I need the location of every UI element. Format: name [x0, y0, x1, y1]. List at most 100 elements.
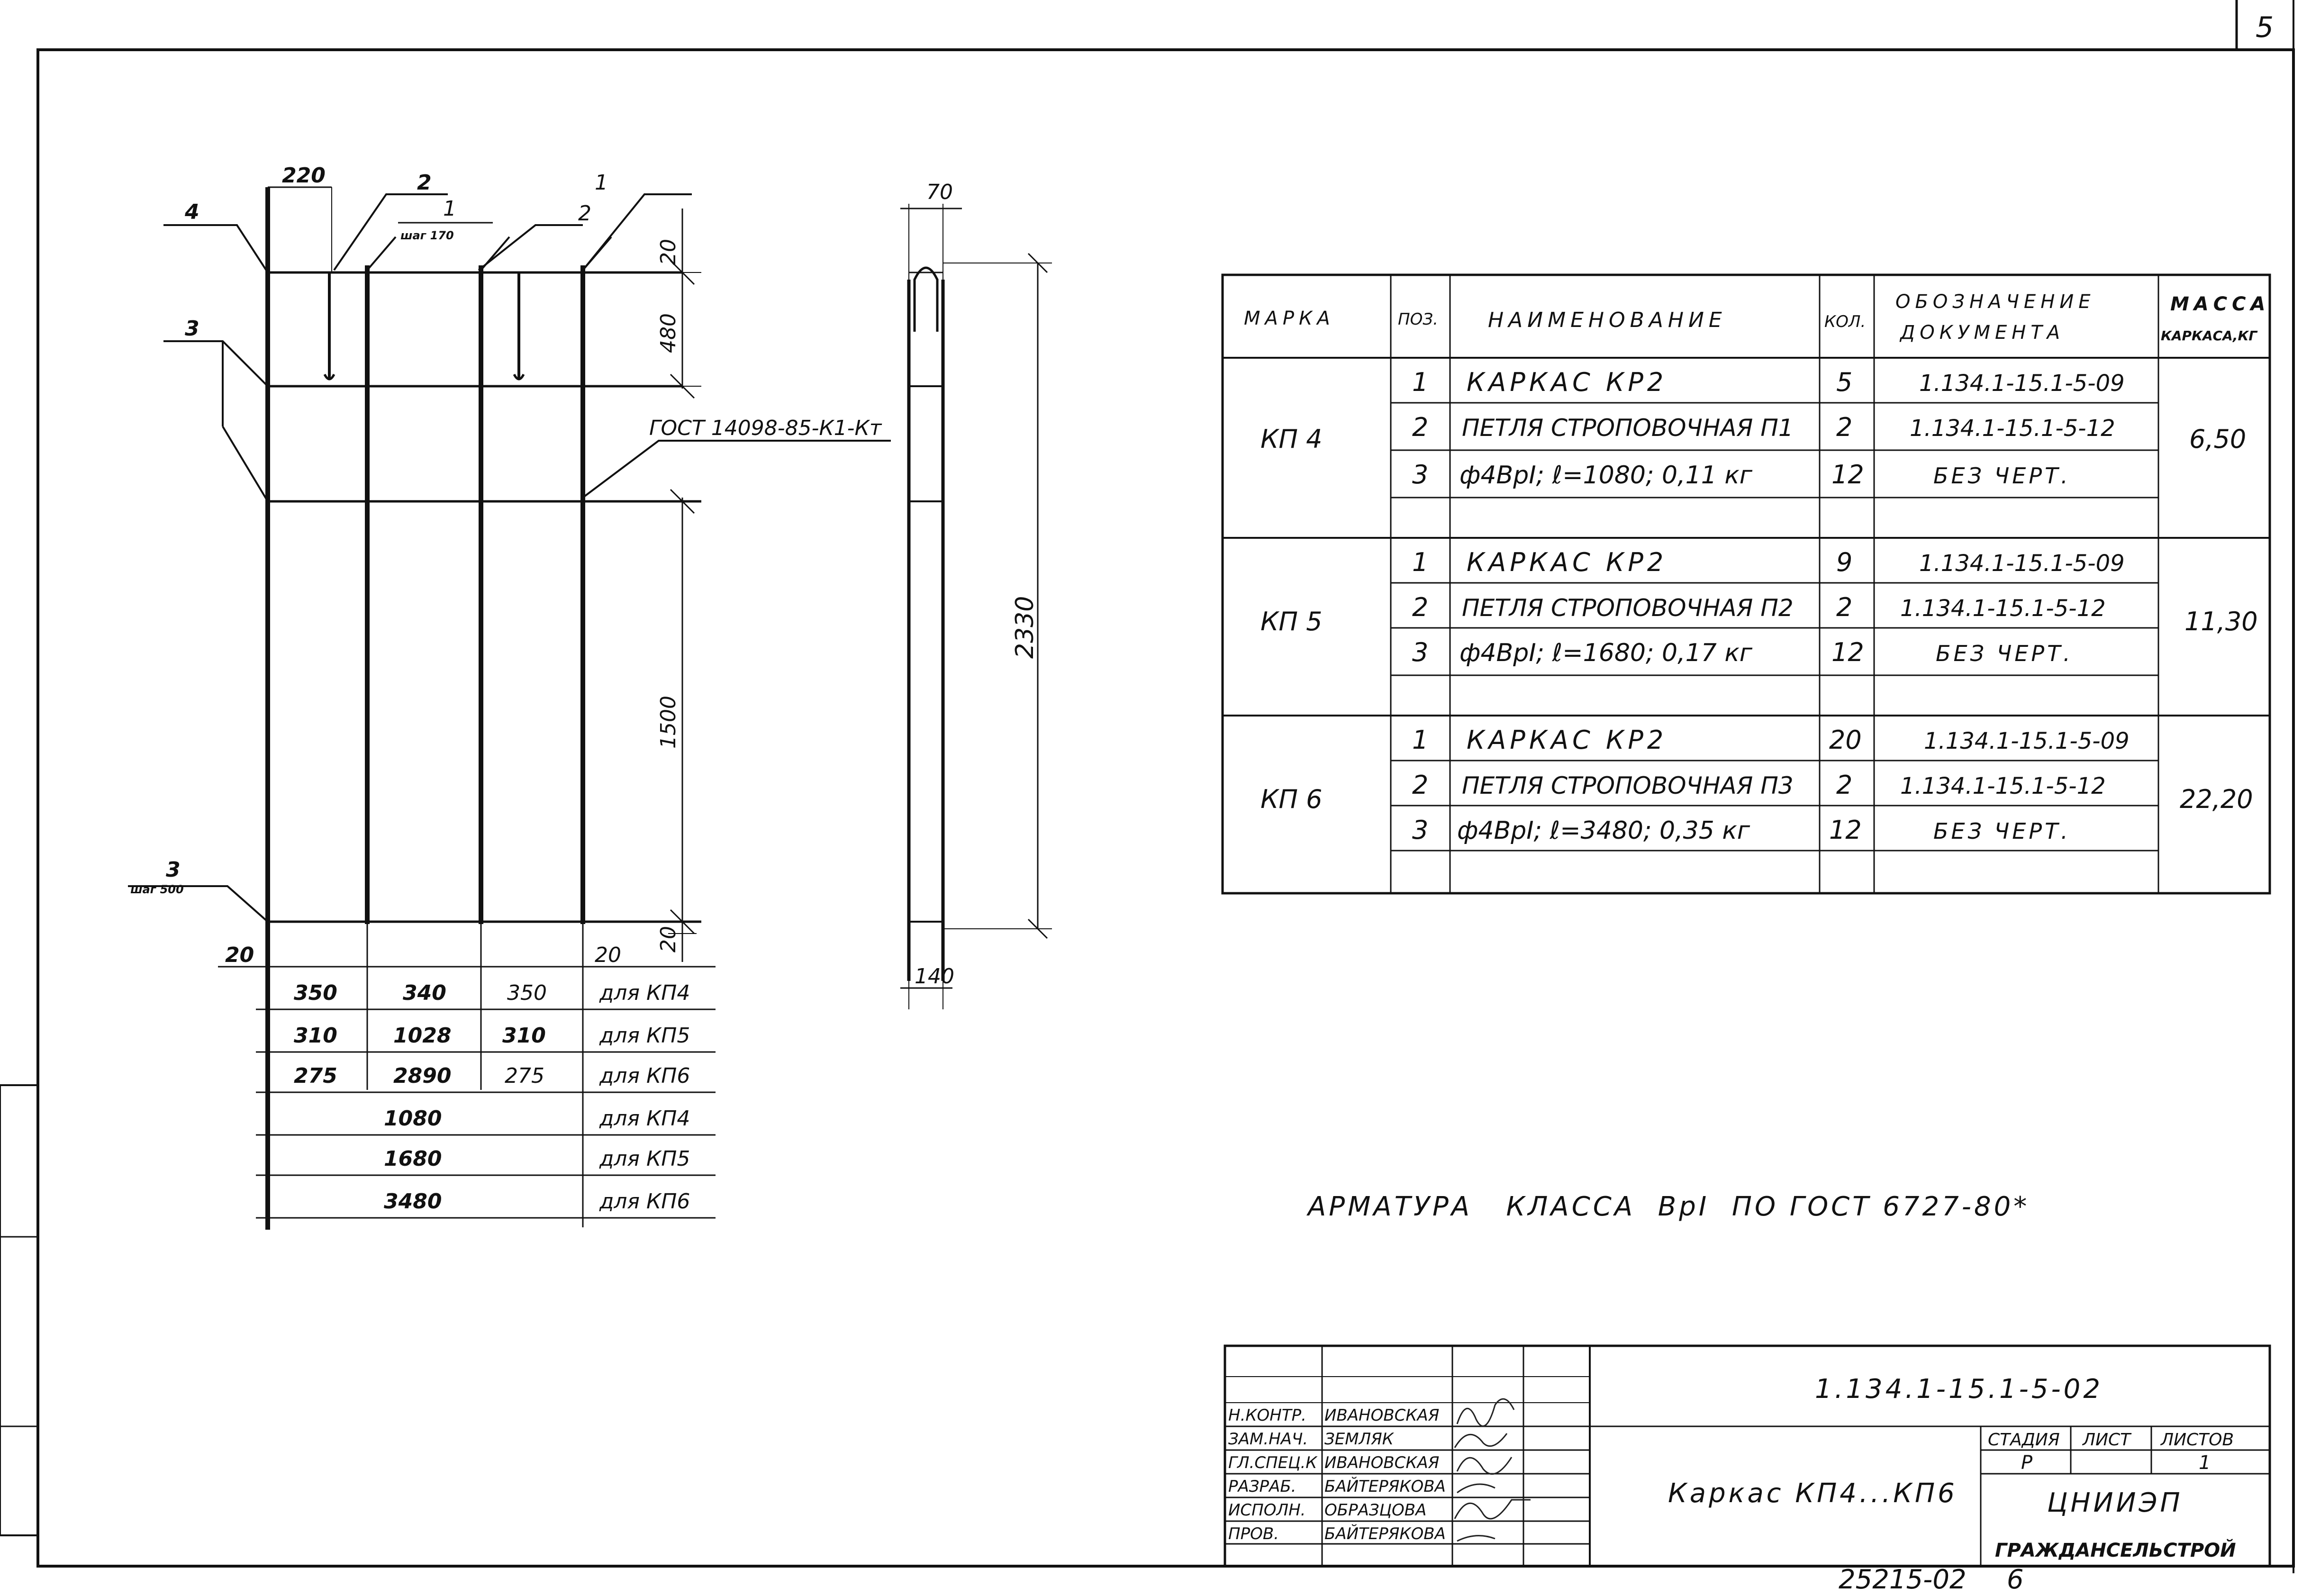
callout-2-top-small: 2 [578, 201, 591, 226]
dim-row5-label: для КП5 [599, 1147, 690, 1171]
rebar-class-note: АРМАТУРА КЛАССА ВрI ПО ГОСТ 6727-80* [1306, 1191, 2030, 1222]
dim-row2-b: 1028 [393, 1024, 451, 1048]
dim-220: 220 [282, 163, 326, 188]
g1-r1-qty: 5 [1836, 367, 1852, 397]
spec-table-grid [1221, 273, 2271, 895]
dim-row1-c: 350 [507, 981, 547, 1005]
g2-r3-doc: БЕЗ ЧЕРТ. [1936, 641, 2073, 666]
staff-role-5: ИСПОЛН. [1228, 1501, 1305, 1520]
cage-side-view [900, 204, 1052, 1009]
group3-mass: 22,20 [2180, 784, 2253, 814]
callout-3-bottom: 3 [166, 858, 181, 882]
spec-table: МАРКА ПОЗ. НАИМЕНОВАНИЕ КОЛ. ОБОЗНАЧЕНИЕ… [1244, 291, 2265, 845]
g2-r1-qty: 9 [1836, 547, 1852, 577]
dim-2330: 2330 [1011, 596, 1039, 659]
g2-r1-pos: 1 [1412, 547, 1428, 577]
org-sub: ГРАЖДАНСЕЛЬСТРОЙ [1995, 1539, 2236, 1561]
callout-4-left: 4 [184, 200, 199, 224]
sheet-label: ЛИСТ [2082, 1430, 2132, 1450]
dim-20-left: 20 [225, 943, 254, 967]
g2-r1-doc: 1.134.1-15.1-5-09 [1919, 550, 2125, 577]
dim-row6-label: для КП6 [599, 1189, 690, 1214]
callout-1-top: 1 [595, 171, 608, 195]
stage-value: Р [2021, 1452, 2033, 1474]
g2-r2-doc: 1.134.1-15.1-5-12 [1900, 595, 2106, 622]
g1-r3-doc: БЕЗ ЧЕРТ. [1933, 463, 2071, 489]
dim-row6-total: 3480 [384, 1189, 442, 1214]
header-name: НАИМЕНОВАНИЕ [1488, 308, 1727, 332]
g3-r1-name: КАРКАС КР2 [1467, 725, 1667, 755]
header-doc-1: ОБОЗНАЧЕНИЕ [1895, 291, 2095, 313]
dim-row2-c: 310 [502, 1024, 546, 1048]
staff-name-4: БАЙТЕРЯКОВА [1324, 1477, 1446, 1496]
dim-row1-a: 350 [294, 981, 337, 1005]
dim-20-top: 20 [656, 239, 680, 265]
footer-number: 6 [2007, 1564, 2024, 1595]
dim-row3-c: 275 [505, 1064, 544, 1088]
header-pos: ПОЗ. [1398, 310, 1438, 329]
dim-row1-label: для КП4 [599, 981, 690, 1005]
g1-r3-name: ф4ВрI; ℓ=1080; 0,11 кг [1459, 461, 1753, 490]
staff-role-2: ЗАМ.НАЧ. [1228, 1430, 1308, 1449]
dim-70: 70 [926, 180, 953, 204]
g3-r1-pos: 1 [1412, 725, 1428, 755]
staff-name-3: ИВАНОВСКАЯ [1324, 1453, 1439, 1472]
g3-r3-doc: БЕЗ ЧЕРТ. [1933, 818, 2071, 844]
staff-role-3: ГЛ.СПЕЦ.К [1228, 1453, 1318, 1472]
dim-row2-a: 310 [294, 1024, 337, 1048]
doc-code: 1.134.1-15.1-5-02 [1815, 1374, 2103, 1405]
staff-name-6: БАЙТЕРЯКОВА [1324, 1524, 1446, 1543]
callout-3-left: 3 [185, 317, 199, 341]
g3-r2-pos: 2 [1412, 770, 1428, 800]
header-doc-2: ДОКУМЕНТА [1899, 322, 2065, 344]
g1-r1-pos: 1 [1412, 367, 1428, 397]
group1-mark: КП 4 [1260, 424, 1322, 454]
side-view-labels: 70 2330 140 [915, 180, 1039, 988]
staff-role-1: Н.КОНТР. [1228, 1406, 1306, 1425]
callout-1-step: шаг 170 [400, 229, 454, 242]
header-mark: МАРКА [1244, 308, 1335, 329]
g3-r1-qty: 20 [1829, 725, 1862, 755]
staff-role-4: РАЗРАБ. [1228, 1477, 1296, 1496]
org-name: ЦНИИЭП [2047, 1487, 2183, 1518]
g3-r2-qty: 2 [1836, 770, 1852, 800]
g1-r1-name: КАРКАС КР2 [1467, 367, 1667, 397]
dim-20-bottom: 20 [656, 926, 680, 952]
title-block: Н.КОНТР. ИВАНОВСКАЯ ЗАМ.НАЧ. ЗЕМЛЯК ГЛ.С… [1228, 1374, 2236, 1561]
dim-row1-b: 340 [403, 981, 446, 1005]
g2-r3-qty: 12 [1831, 637, 1864, 667]
dim-row4-label: для КП4 [599, 1106, 690, 1131]
callout-2-top: 2 [417, 171, 432, 195]
staff-name-2: ЗЕМЛЯК [1324, 1430, 1395, 1449]
stage-label: СТАДИЯ [1988, 1430, 2060, 1450]
dim-140: 140 [915, 964, 954, 988]
g3-r3-qty: 12 [1829, 815, 1862, 845]
dim-row5-total: 1680 [384, 1147, 442, 1171]
g3-r2-name: ПЕТЛЯ СТРОПОВОЧНАЯ П3 [1462, 772, 1794, 799]
sheets-value: 1 [2199, 1452, 2211, 1474]
front-view-labels: 4 3 2 1 шаг 170 1 2 3 шаг 500 ГОСТ 14098… [130, 163, 882, 1214]
g1-r1-doc: 1.134.1-15.1-5-09 [1919, 370, 2125, 397]
dim-row3-b: 2890 [393, 1064, 451, 1088]
g2-r2-name: ПЕТЛЯ СТРОПОВОЧНАЯ П2 [1462, 594, 1794, 622]
g2-r3-name: ф4ВрI; ℓ=1680; 0,17 кг [1459, 639, 1753, 667]
g3-r3-name: ф4ВрI; ℓ=3480; 0,35 кг [1457, 816, 1750, 845]
g1-r3-pos: 3 [1412, 460, 1428, 490]
group2-mark: КП 5 [1260, 607, 1322, 636]
g1-r2-doc: 1.134.1-15.1-5-12 [1910, 415, 2115, 442]
sheets-label: ЛИСТОВ [2160, 1430, 2234, 1450]
group1-mass: 6,50 [2189, 424, 2246, 454]
group2-mass: 11,30 [2184, 607, 2258, 636]
title-block-grid [1224, 1344, 2271, 1568]
dim-row4-total: 1080 [384, 1106, 442, 1131]
dim-row2-label: для КП5 [599, 1024, 690, 1048]
dim-1500: 1500 [656, 696, 680, 749]
g1-r2-pos: 2 [1412, 412, 1428, 442]
staff-name-1: ИВАНОВСКАЯ [1324, 1406, 1439, 1425]
group3-mark: КП 6 [1260, 784, 1322, 814]
dim-row3-a: 275 [294, 1064, 337, 1088]
dim-20-right: 20 [595, 943, 621, 967]
g1-r2-qty: 2 [1836, 412, 1852, 442]
g2-r2-pos: 2 [1412, 592, 1428, 622]
